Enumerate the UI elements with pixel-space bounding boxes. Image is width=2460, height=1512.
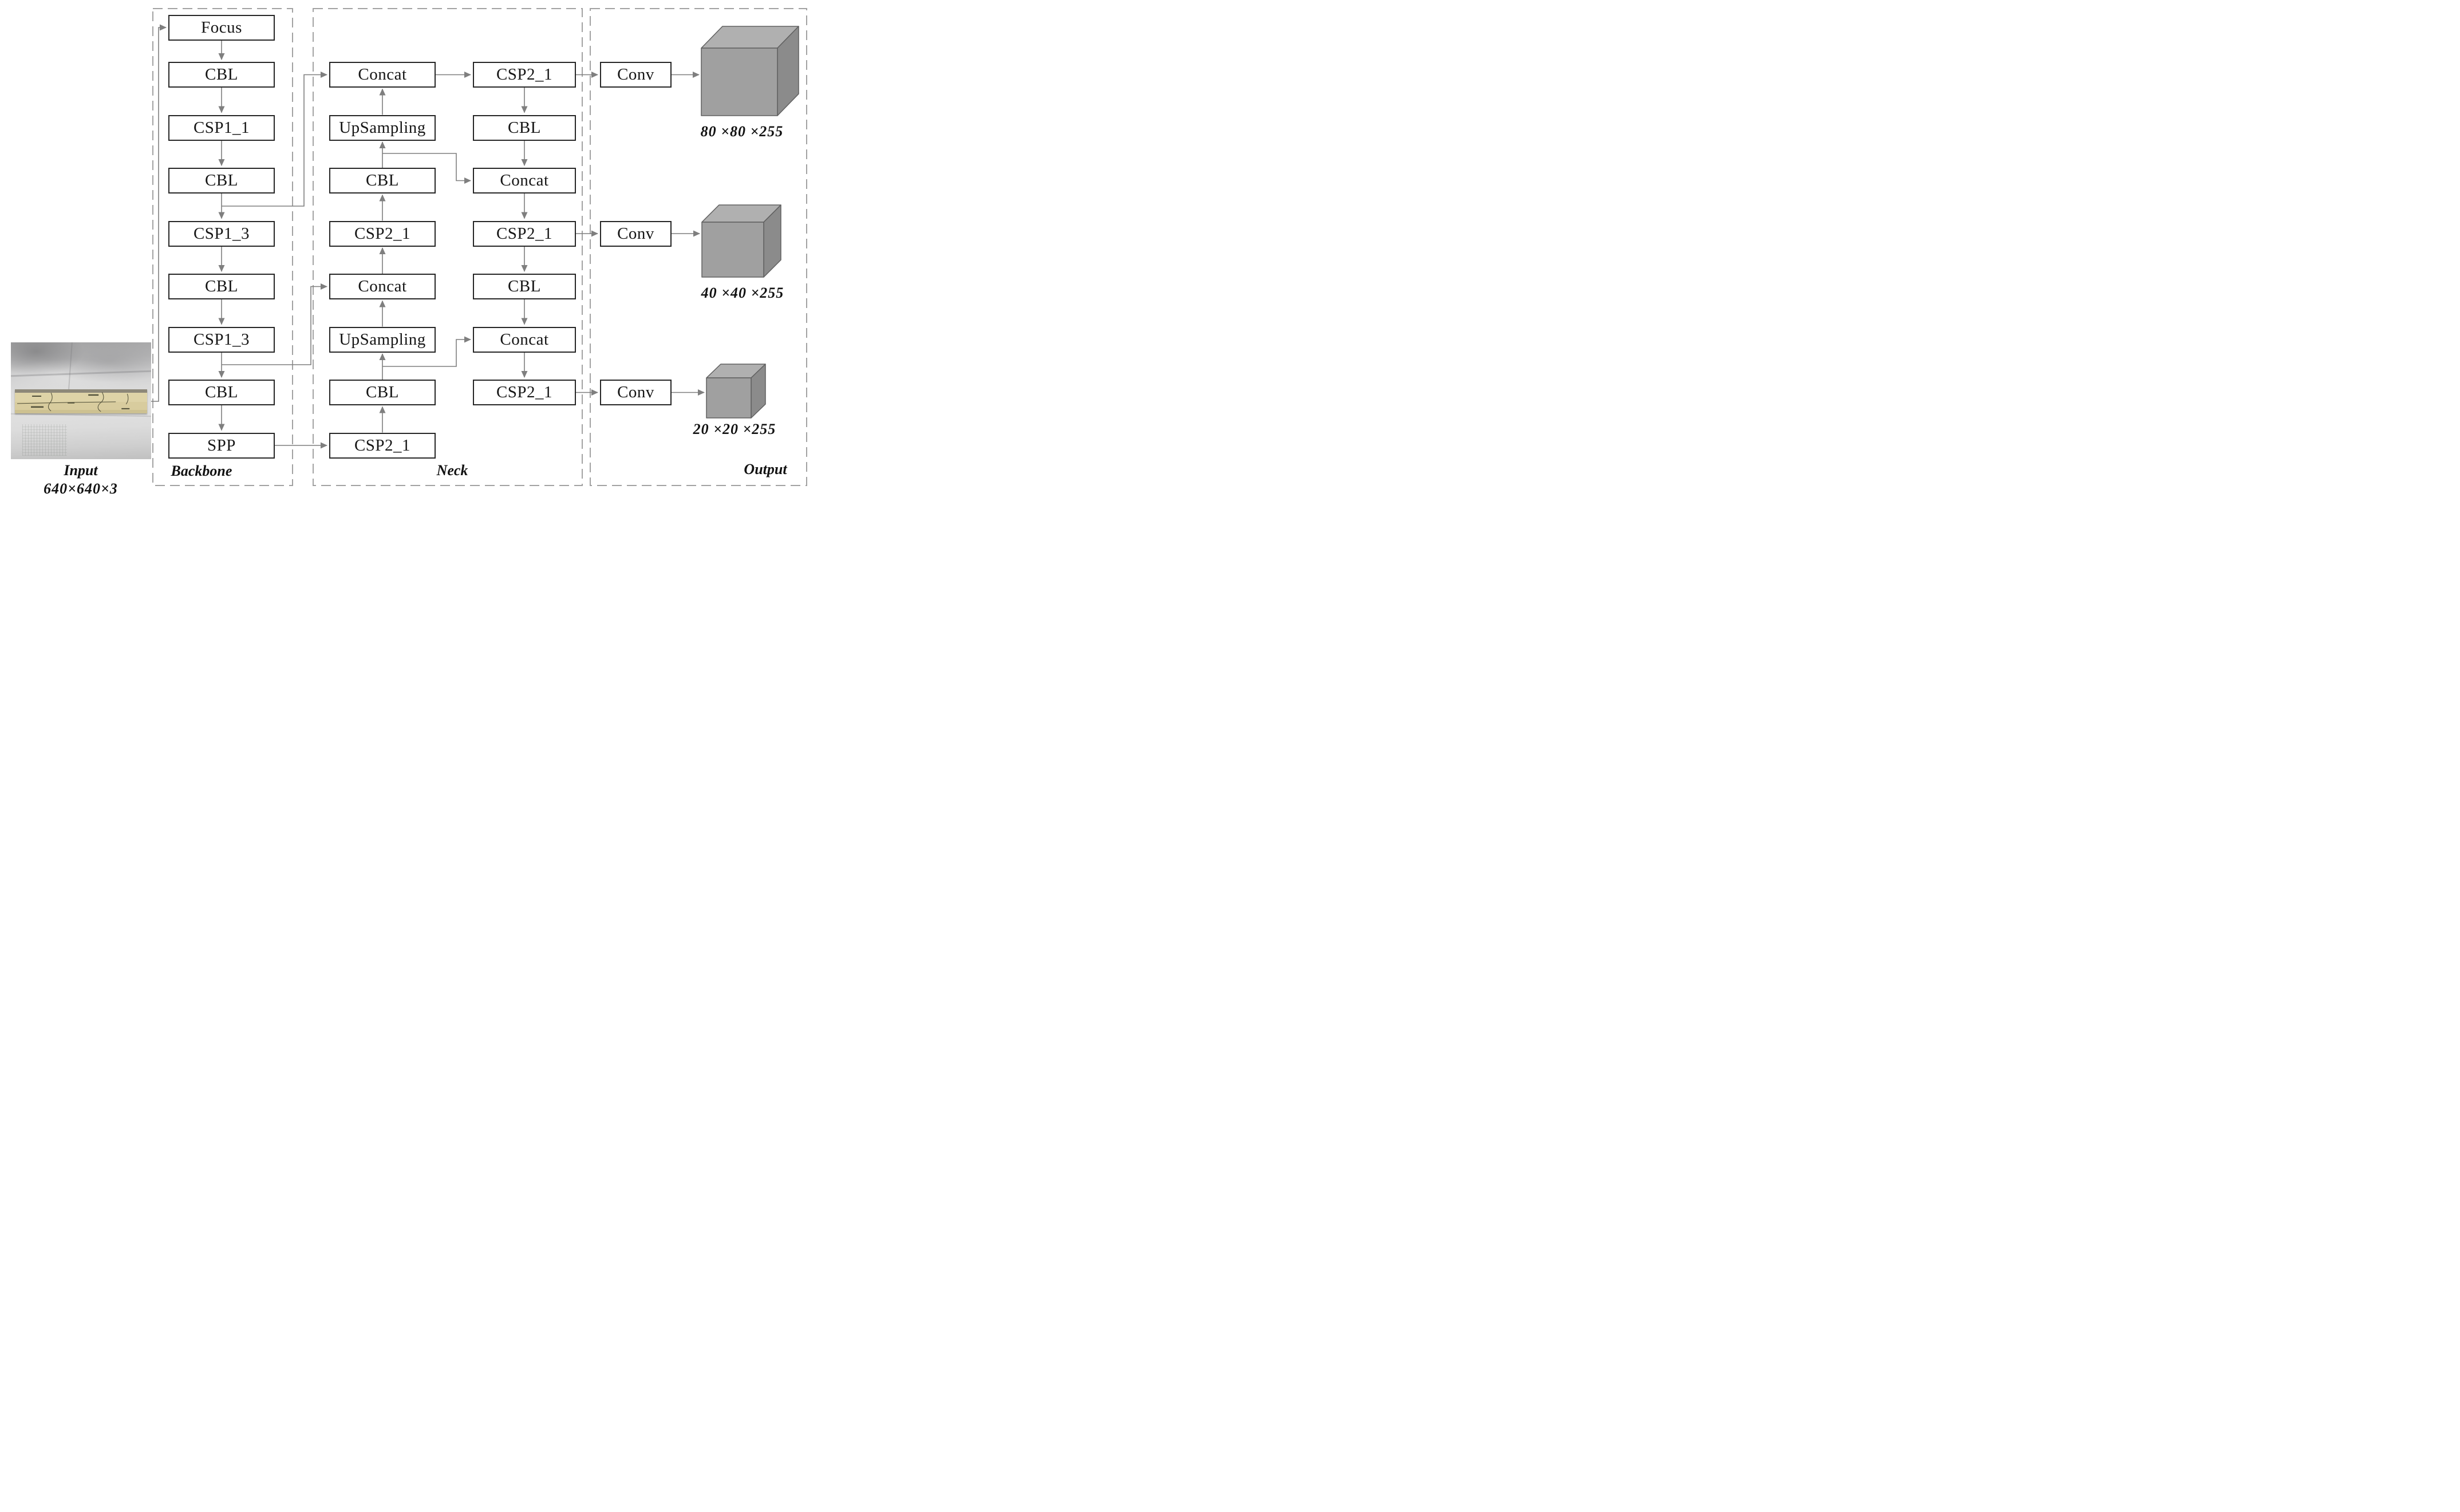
output-frame — [590, 8, 807, 486]
feature-map-cube-20 — [706, 364, 766, 419]
connector-wires — [151, 8, 807, 486]
tensor-label-40: 40 ×40 ×255 — [701, 285, 784, 301]
cloth-mesh-texture — [22, 424, 67, 456]
neck-left-cbl-1: CBL — [329, 168, 436, 194]
backbone-node-cbl-3: CBL — [168, 274, 275, 299]
tensor-label-80: 80 ×80 ×255 — [700, 123, 784, 140]
feature-map-cube-80 — [701, 26, 799, 116]
cloth-fold — [11, 370, 151, 377]
neck-right-concat-1: Concat — [473, 168, 576, 194]
neck-right-csp2_1-2: CSP2_1 — [473, 220, 576, 247]
input-dims-label: 640×640×3 — [44, 480, 118, 497]
backbone-node-cbl-2: CBL — [168, 168, 275, 194]
output-conv-1: Conv — [600, 62, 672, 88]
wire-skip-upper — [222, 72, 327, 207]
neck-left-upsampling-1: UpSampling — [329, 115, 436, 141]
output-label: Output — [744, 461, 787, 477]
feature-map-cube-40 — [701, 204, 781, 278]
backbone-label: Backbone — [171, 463, 232, 479]
output-conv-3: Conv — [600, 380, 672, 405]
neck-right-csp2_1-1: CSP2_1 — [473, 62, 576, 88]
tensor-label-20: 20 ×20 ×255 — [693, 421, 776, 437]
input-image — [11, 342, 151, 459]
section-frames — [152, 8, 807, 486]
backbone-node-csp1_1: CSP1_1 — [168, 115, 275, 141]
output-conv-2: Conv — [600, 220, 672, 247]
input-caption: Input — [64, 462, 98, 479]
backbone-node-focus: Focus — [168, 14, 275, 41]
neck-left-upsampling-2: UpSampling — [329, 326, 436, 353]
wire-input-to-focus — [151, 24, 167, 402]
neck-left-concat-1: Concat — [329, 62, 436, 88]
neck-right-concat-2: Concat — [473, 326, 576, 353]
wire-branch-upper — [382, 153, 471, 184]
neck-left-csp2_1-1: CSP2_1 — [329, 220, 436, 247]
architecture-diagram: Focus CBL CSP1_1 CBL CSP1_3 CBL CSP1_3 C… — [0, 0, 820, 504]
neck-right-cbl-2: CBL — [473, 274, 576, 299]
neck-frame — [313, 8, 583, 486]
backbone-node-csp1_3-a: CSP1_3 — [168, 220, 275, 247]
wire-branch-lower — [382, 336, 471, 367]
neck-left-concat-2: Concat — [329, 274, 436, 299]
backbone-node-csp1_3-b: CSP1_3 — [168, 326, 275, 353]
cloth-fold — [68, 342, 73, 389]
backbone-node-cbl-4: CBL — [168, 380, 275, 405]
neck-right-csp2_1-3: CSP2_1 — [473, 380, 576, 405]
backbone-node-spp: SPP — [168, 432, 275, 459]
wood-plank — [15, 389, 147, 414]
neck-left-csp2_1-2: CSP2_1 — [329, 432, 436, 459]
neck-right-cbl-1: CBL — [473, 115, 576, 141]
backbone-node-cbl-1: CBL — [168, 62, 275, 88]
cloth-fold — [11, 413, 151, 417]
backbone-frame — [152, 8, 293, 486]
plank-cracks — [17, 392, 130, 412]
neck-left-cbl-2: CBL — [329, 380, 436, 405]
wire-skip-lower — [222, 283, 327, 365]
neck-label: Neck — [436, 462, 468, 479]
